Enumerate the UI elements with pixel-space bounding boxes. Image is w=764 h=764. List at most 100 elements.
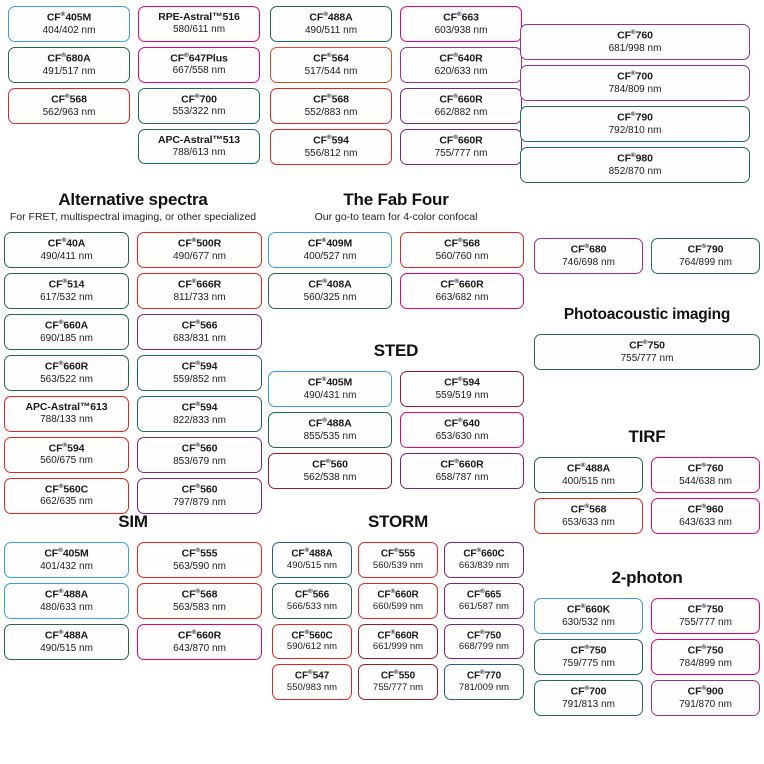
- dye-wavelengths: 490/515 nm: [286, 559, 338, 571]
- dye-name: CF®405M: [307, 376, 353, 389]
- dye-wavelengths: 559/519 nm: [435, 389, 489, 401]
- dye-wavelengths: 401/432 nm: [40, 560, 93, 572]
- dye-wavelengths: 663/839 nm: [458, 559, 510, 571]
- dye-name: CF®660R: [377, 628, 419, 641]
- registered-trademark-icon: ®: [325, 458, 331, 466]
- registered-trademark-icon: ®: [701, 685, 707, 693]
- dye-wavelengths: 853/679 nm: [173, 455, 226, 467]
- dye-name: CF®660R: [377, 587, 419, 601]
- dye-wavelengths: 566/533 nm: [286, 600, 338, 612]
- dye-name: CF®680: [570, 243, 607, 256]
- registered-trademark-icon: ®: [195, 401, 201, 409]
- section-title-storm: STORM: [367, 512, 429, 531]
- registered-trademark-icon: ®: [454, 278, 459, 286]
- registered-trademark-icon: ®: [191, 629, 197, 637]
- registered-trademark-icon: ®: [584, 503, 590, 511]
- registered-trademark-icon: ®: [457, 237, 463, 244]
- dye-wavelengths: 643/870 nm: [173, 642, 226, 654]
- registered-trademark-icon: ®: [630, 70, 636, 78]
- registered-trademark-icon: ®: [61, 52, 66, 60]
